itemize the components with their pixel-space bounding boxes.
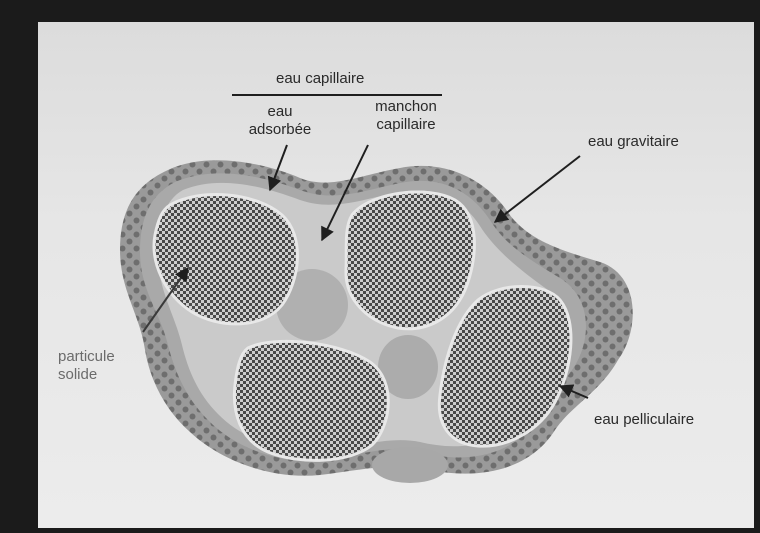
label-eau-gravitaire: eau gravitaire	[588, 133, 679, 151]
label-eau-adsorbee: eau adsorbée	[240, 103, 320, 139]
solid-particle	[346, 192, 474, 329]
capillary-sleeve	[372, 447, 448, 483]
arrow-eau-gravitaire	[495, 156, 580, 222]
label-manchon-capillaire: manchon capillaire	[358, 98, 454, 134]
label-eau-pelliculaire: eau pelliculaire	[594, 411, 694, 429]
label-eau-adsorbee-line1: eau	[240, 103, 320, 121]
label-eau-capillaire: eau capillaire	[276, 70, 364, 88]
solid-particle	[234, 341, 388, 460]
label-manchon-capillaire-line1: manchon	[358, 98, 454, 116]
label-eau-adsorbee-line2: adsorbée	[240, 121, 320, 139]
label-particule-solide-line2: solide	[58, 366, 115, 384]
label-manchon-capillaire-line2: capillaire	[358, 116, 454, 134]
label-particule-solide-line1: particule	[58, 348, 115, 366]
label-particule-solide: particule solide	[58, 348, 115, 384]
